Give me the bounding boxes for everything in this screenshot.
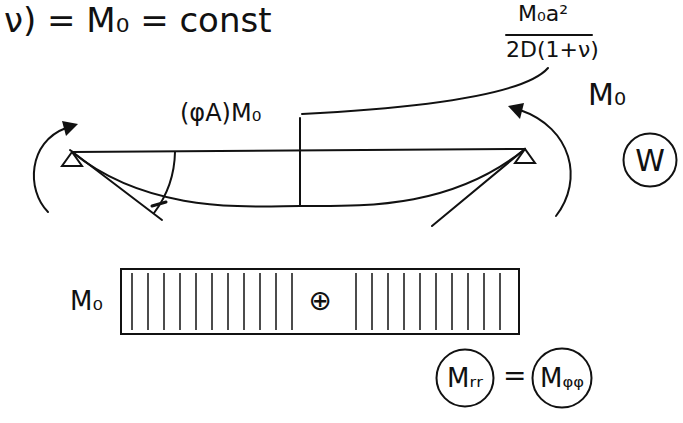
fraction-numerator: M₀a² xyxy=(518,2,568,26)
deflection-curve xyxy=(72,149,525,206)
tangent-line xyxy=(70,150,162,220)
angle-tick xyxy=(152,202,166,206)
hatch-line xyxy=(227,273,229,330)
moment-label: M₀ xyxy=(588,78,626,111)
fraction-bar xyxy=(506,34,592,36)
hatch-line xyxy=(131,273,133,330)
node-text: ⊕ xyxy=(308,286,331,317)
circle-outline xyxy=(624,134,677,187)
hatch-line xyxy=(259,273,261,330)
hatch-line xyxy=(435,273,437,330)
circle-outline xyxy=(533,349,592,408)
hatch-line xyxy=(179,273,181,330)
moment-arrow xyxy=(34,128,66,212)
hatch-line xyxy=(467,273,469,330)
node-text: W xyxy=(635,144,665,177)
arrowhead xyxy=(508,103,524,119)
chord-line xyxy=(72,149,525,152)
node-text: Mᵣᵣ xyxy=(447,364,483,393)
pin-support xyxy=(62,152,82,166)
equation-text: ν) = M₀ = const xyxy=(4,2,272,39)
hatch-line xyxy=(163,273,165,330)
pin-support xyxy=(515,149,535,163)
fraction-denominator: 2D(1+ν) xyxy=(506,38,599,62)
angle-label: (φA)M₀ xyxy=(180,100,261,126)
hatch-line xyxy=(243,273,245,330)
hatch-line xyxy=(211,273,213,330)
moment-arrow xyxy=(520,110,571,216)
hatch-line xyxy=(371,273,373,330)
hatch-line xyxy=(195,273,197,330)
arrowhead xyxy=(62,121,78,136)
node-text: Mᵩᵩ xyxy=(540,364,584,393)
circle-outline xyxy=(437,350,494,407)
circled-label: W xyxy=(622,132,678,188)
hatch-line xyxy=(451,273,453,330)
moment-diagram-band: ⊕ xyxy=(120,268,520,335)
equals-sign: = xyxy=(503,361,526,392)
hatch-line xyxy=(147,273,149,330)
deflection-ordinate xyxy=(299,118,301,206)
hatch-line xyxy=(275,273,277,330)
circled-label: Mᵣᵣ xyxy=(435,348,495,408)
hatch-line xyxy=(419,273,421,330)
tangent-line xyxy=(432,149,525,226)
hatch-line xyxy=(499,273,501,330)
hatch-line xyxy=(291,273,293,330)
hatch-line xyxy=(387,273,389,330)
hatch-line xyxy=(355,273,357,330)
circled-label: Mᵩᵩ xyxy=(531,347,593,409)
hatch-line xyxy=(403,273,405,330)
hatch-line xyxy=(483,273,485,330)
moment-label: M₀ xyxy=(70,287,103,316)
moment-hatching xyxy=(132,273,500,330)
